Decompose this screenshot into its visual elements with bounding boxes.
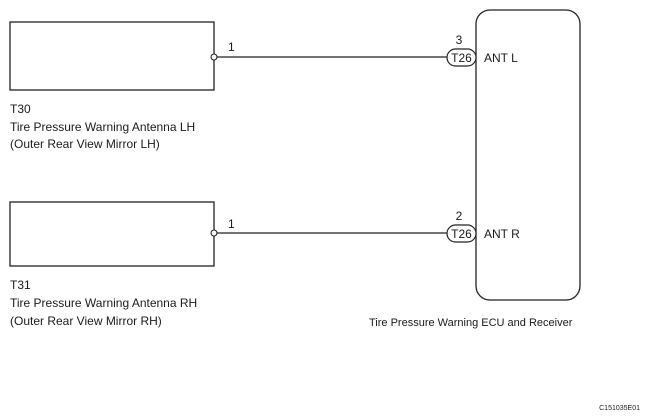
connector-t26-r (446, 224, 477, 243)
ecu-signal-ant-r: ANT R (484, 227, 520, 241)
antenna-rh-name: Tire Pressure Warning Antenna RH (10, 296, 197, 310)
ecu-name: Tire Pressure Warning ECU and Receiver (369, 317, 573, 329)
connector-t26-l (446, 48, 477, 67)
antenna-lh-pin: 1 (228, 40, 235, 54)
antenna-lh-name: Tire Pressure Warning Antenna LH (10, 120, 195, 134)
ecu-box (475, 9, 581, 301)
ecu-pin-ant-l: 3 (456, 33, 463, 47)
antenna-rh-terminal (210, 229, 218, 237)
antenna-rh-box (9, 201, 215, 267)
antenna-rh-code: T31 (10, 278, 31, 292)
antenna-lh-code: T30 (10, 102, 31, 116)
antenna-lh-terminal (210, 53, 218, 61)
figure-id: C151035E01 (599, 405, 640, 412)
antenna-lh-location: (Outer Rear View Mirror LH) (10, 137, 160, 151)
ecu-pin-ant-r: 2 (456, 209, 463, 223)
connector-t26-r-label: T26 (451, 227, 472, 241)
antenna-lh-box (9, 21, 215, 91)
antenna-rh-location: (Outer Rear View Mirror RH) (10, 314, 162, 328)
connector-t26-l-label: T26 (451, 51, 472, 65)
ecu-signal-ant-l: ANT L (484, 51, 518, 65)
antenna-rh-pin: 1 (228, 217, 235, 231)
